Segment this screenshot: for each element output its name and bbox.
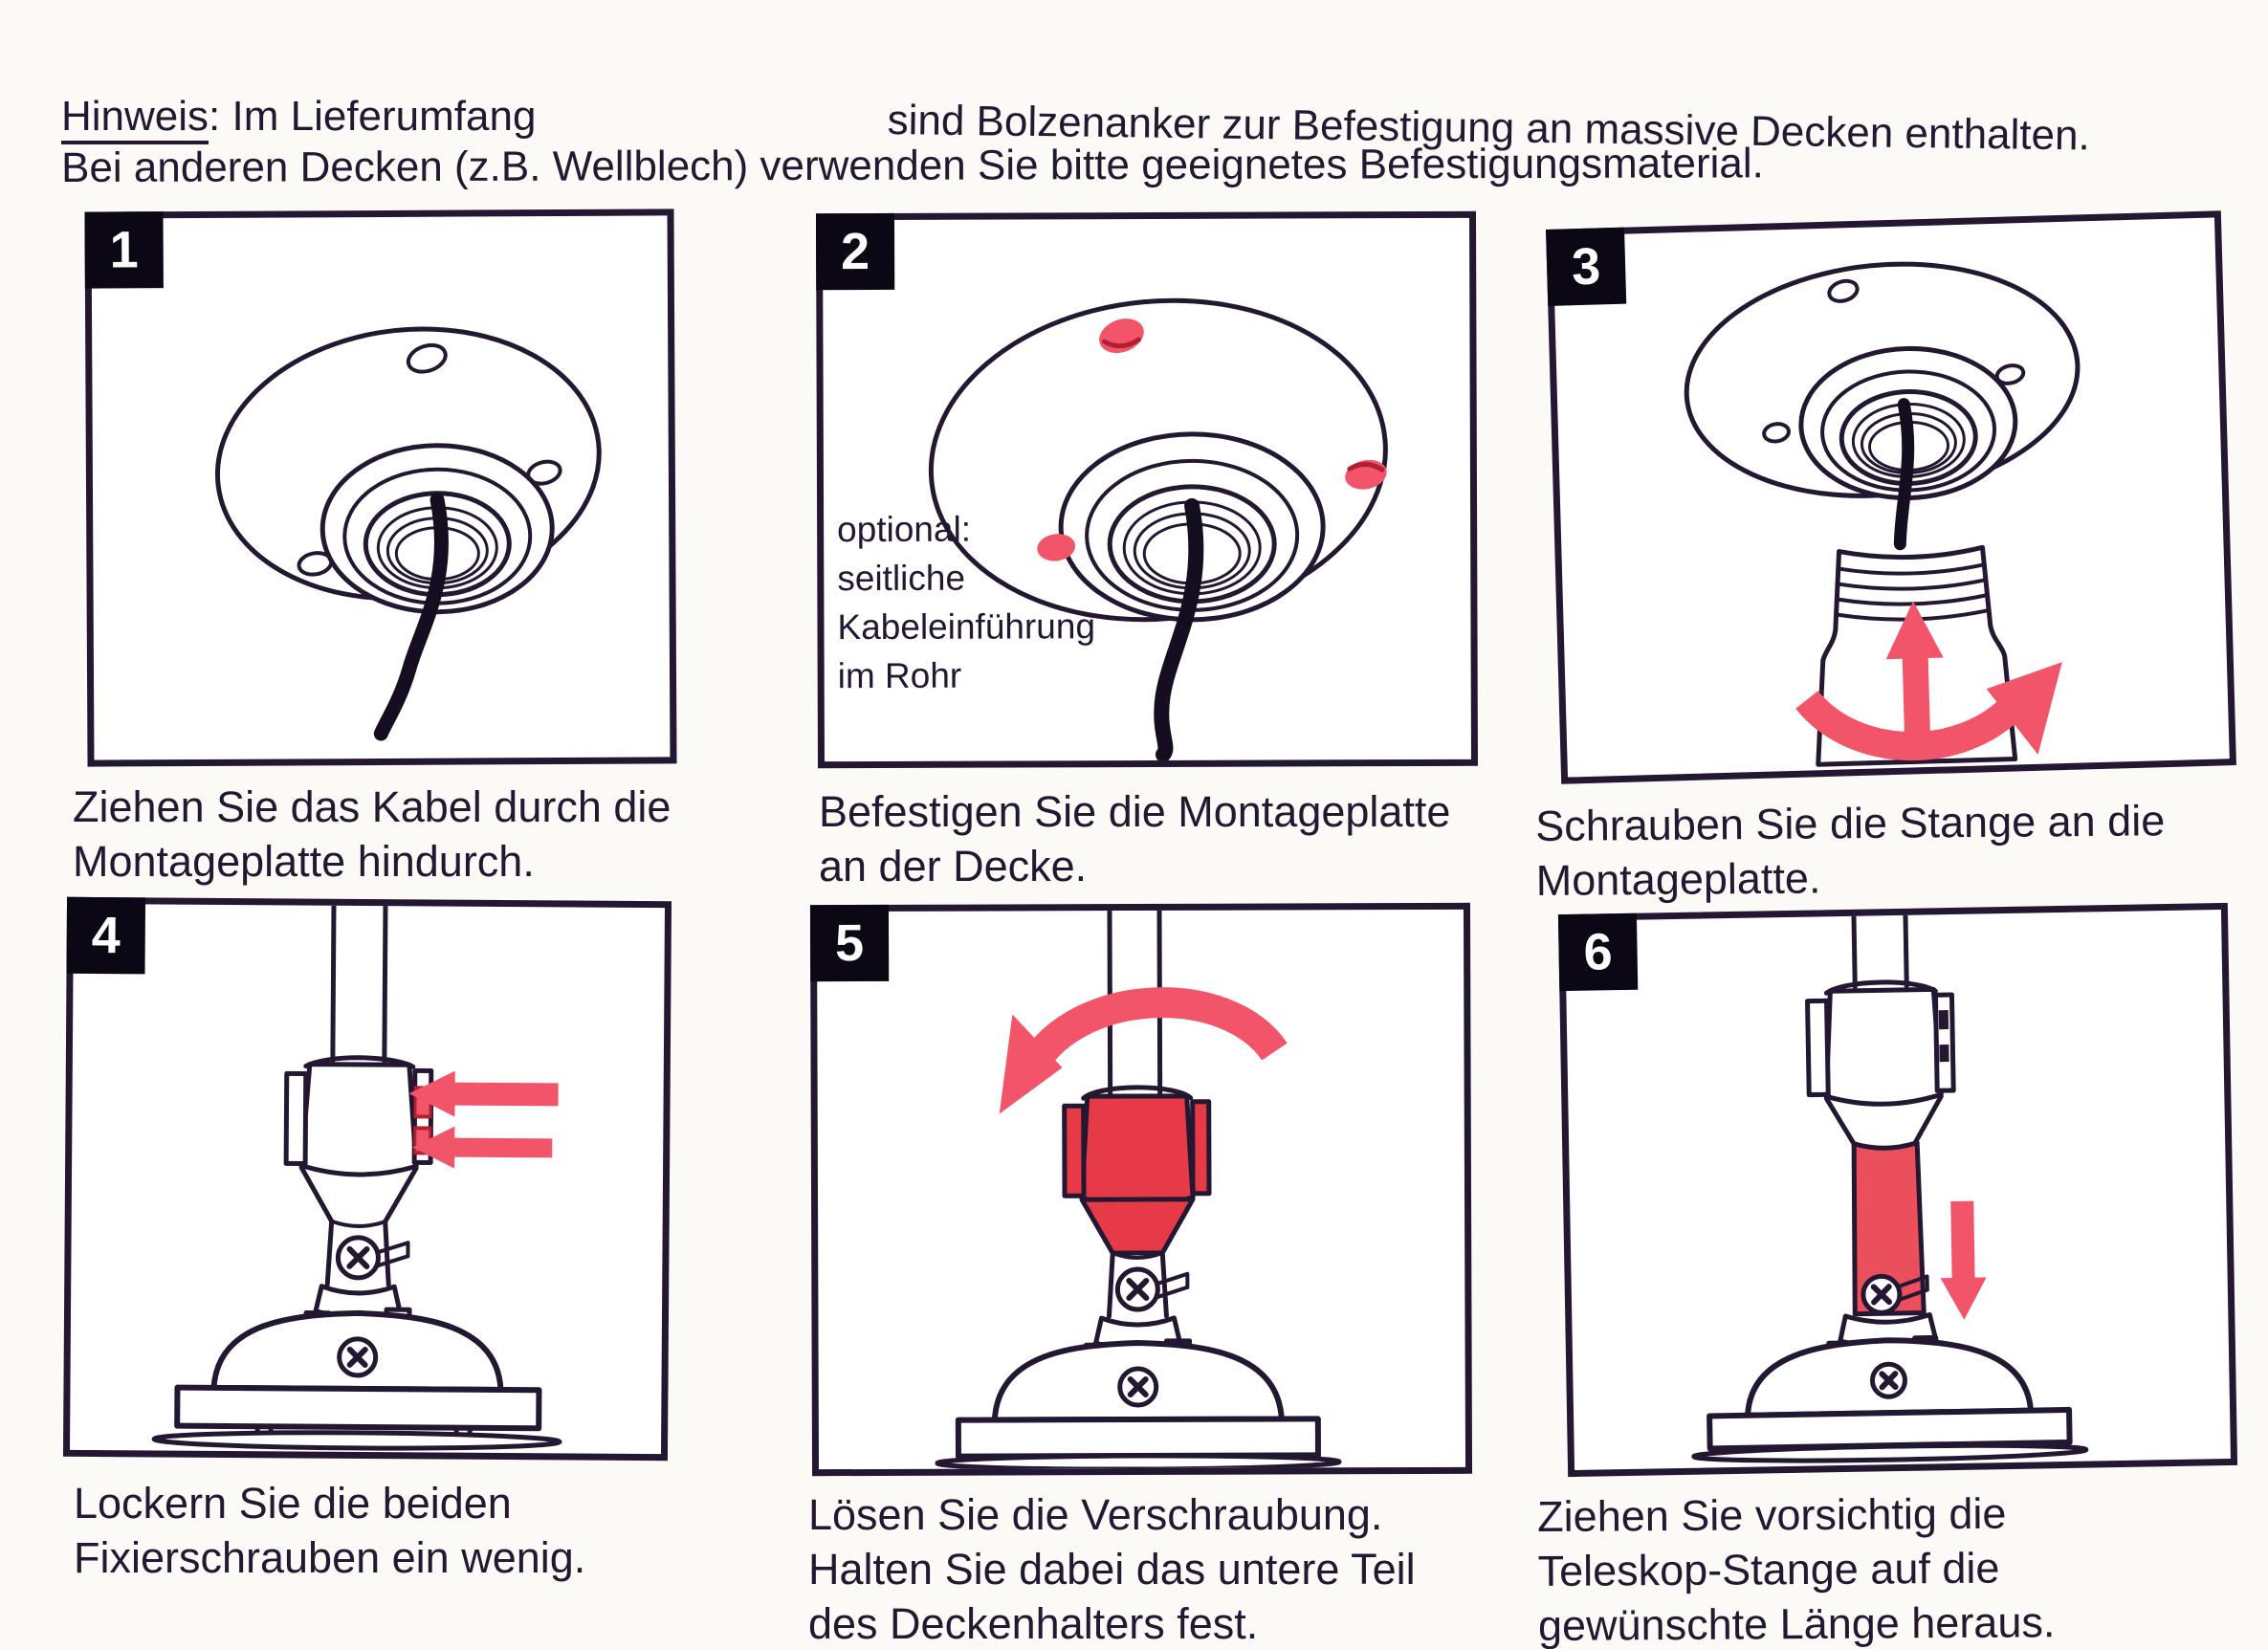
- step-caption-2: Befestigen Sie die Montageplatte an der …: [819, 784, 1450, 893]
- pole: [1851, 912, 1909, 990]
- screw-hole: [1762, 422, 1791, 444]
- anchor-screw: [1037, 534, 1076, 561]
- step-number-badge: 5: [809, 904, 890, 982]
- caption-line: Lockern Sie die beiden: [74, 1479, 512, 1528]
- fixing-screw: [1938, 1010, 1949, 1030]
- neck: [298, 1165, 419, 1287]
- step-panel-5: 5: [809, 902, 1473, 1477]
- rotation-arrow-icon: [999, 987, 1288, 1114]
- step-caption-5: Lösen Sie die Verschraubung. Halten Sie …: [808, 1487, 1416, 1649]
- caption-line: Befestigen Sie die Montageplatte: [819, 787, 1451, 836]
- base-plate: [174, 1384, 542, 1432]
- step-panel-1: 1: [84, 209, 677, 767]
- step-caption-6: Ziehen Sie vorsichtig die Teleskop-Stang…: [1537, 1485, 2056, 1649]
- step1-illustration: [214, 326, 602, 741]
- screw-hole: [1827, 278, 1860, 303]
- caption-line: Montageplatte.: [1535, 853, 1821, 905]
- mounting-plate: [214, 326, 602, 615]
- clamp-nut-red: [1062, 1085, 1212, 1256]
- mounting-plate: [1684, 261, 2081, 501]
- step-panel-4: 4: [62, 896, 672, 1462]
- thread: [1837, 562, 1987, 576]
- step-panel-2: 2 optional: seitliche Ka: [815, 210, 1479, 769]
- step2-illustration: [928, 297, 1388, 762]
- step-number: 2: [840, 223, 870, 281]
- step-number-badge: 3: [1546, 227, 1627, 306]
- clamp-nut: [1805, 979, 1956, 1107]
- left-arrows-icon: [408, 1070, 559, 1169]
- caption-line: des Deckenhalters fest.: [808, 1599, 1259, 1648]
- anchor-screws: [1037, 319, 1387, 561]
- step-number-badge: 6: [1557, 912, 1639, 992]
- thread: [1836, 578, 1988, 591]
- taper-line: [1912, 1093, 1944, 1146]
- base-plate: [955, 1416, 1321, 1460]
- step4-illustration: [151, 903, 562, 1451]
- dome-base: [991, 1340, 1285, 1423]
- fixing-screw: [1939, 1044, 1949, 1063]
- optional-annotation: optional: seitliche Kabeleinführung im R…: [837, 504, 1095, 700]
- caption-line: Schrauben Sie die Stange an die: [1535, 796, 2166, 850]
- pole: [330, 903, 388, 1064]
- cable: [1154, 497, 1204, 762]
- note-line1-left-text: : Im Lieferumfang: [209, 93, 537, 140]
- step6-illustration: [1691, 912, 2089, 1463]
- caption-line: gewünschte Länge heraus.: [1537, 1597, 2056, 1649]
- step-caption-4: Lockern Sie die beiden Fixierschrauben e…: [74, 1476, 585, 1585]
- step-number-badge: 1: [84, 211, 164, 289]
- ground-disk: [935, 1453, 1342, 1470]
- ground-disk: [1691, 1442, 2089, 1463]
- step-panel-6: 6: [1557, 902, 2238, 1478]
- screw-slot: [1347, 461, 1385, 473]
- step-number: 1: [109, 221, 139, 279]
- phillips-screw-icon: [1114, 1266, 1190, 1312]
- annotation-line: Kabeleinführung: [837, 606, 1096, 648]
- up-arrow-icon: [1885, 601, 1944, 745]
- neck: [1106, 1250, 1169, 1319]
- down-arrow-icon: [1940, 1200, 1987, 1320]
- step-number: 4: [91, 906, 121, 965]
- phillips-screw-icon: [1861, 1273, 1929, 1315]
- cable: [1893, 398, 1915, 551]
- screw-slot: [1101, 337, 1141, 349]
- caption-line: Ziehen Sie vorsichtig die: [1537, 1488, 2007, 1541]
- step-caption-3: Schrauben Sie die Stange an die Montagep…: [1535, 793, 2166, 908]
- caption-line: Ziehen Sie das Kabel durch die: [73, 782, 672, 831]
- step-panel-3: 3: [1546, 210, 2236, 784]
- step-number-badge: 4: [66, 896, 146, 975]
- step5-illustration: [935, 909, 1342, 1470]
- step-number-badge: 2: [815, 212, 895, 291]
- caption-line: Montageplatte hindurch.: [73, 837, 535, 886]
- step-number: 6: [1583, 923, 1614, 981]
- dome-base: [210, 1309, 504, 1393]
- taper-line: [1823, 1095, 1857, 1147]
- step-caption-1: Ziehen Sie das Kabel durch die Montagepl…: [73, 780, 671, 889]
- note-line2: Bei anderen Decken (z.B. Wellblech) verw…: [61, 140, 1764, 191]
- ground-disk: [151, 1430, 562, 1451]
- taper: [1079, 1197, 1196, 1256]
- caption-line: Fixierschrauben ein wenig.: [74, 1533, 586, 1582]
- step3-illustration: [1684, 261, 2081, 767]
- dome-base: [1745, 1337, 2035, 1418]
- phillips-screw-icon: [335, 1235, 410, 1281]
- screw-hole: [406, 342, 448, 374]
- cable: [373, 493, 449, 741]
- step-number: 3: [1571, 237, 1601, 297]
- caption-line: Lösen Sie die Verschraubung.: [808, 1490, 1383, 1539]
- rotation-arrow-icon: [1795, 662, 2062, 761]
- clamp-nut: [283, 1055, 434, 1177]
- caption-line: Teleskop-Stange auf die: [1537, 1543, 2000, 1595]
- step-number: 5: [834, 914, 865, 973]
- note-keyword: Hinweis: [61, 93, 209, 144]
- caption-line: an der Decke.: [819, 842, 1088, 890]
- annotation-line: optional:: [837, 509, 972, 550]
- note-line1-left: Hinweis: Im Lieferumfang: [61, 92, 537, 144]
- base-plate: [1707, 1406, 2073, 1452]
- annotation-line: im Rohr: [837, 655, 962, 696]
- telescopic-tube: [1851, 1140, 1927, 1317]
- annotation-line: seitliche: [837, 558, 966, 599]
- caption-line: Halten Sie dabei das untere Teil: [808, 1545, 1416, 1594]
